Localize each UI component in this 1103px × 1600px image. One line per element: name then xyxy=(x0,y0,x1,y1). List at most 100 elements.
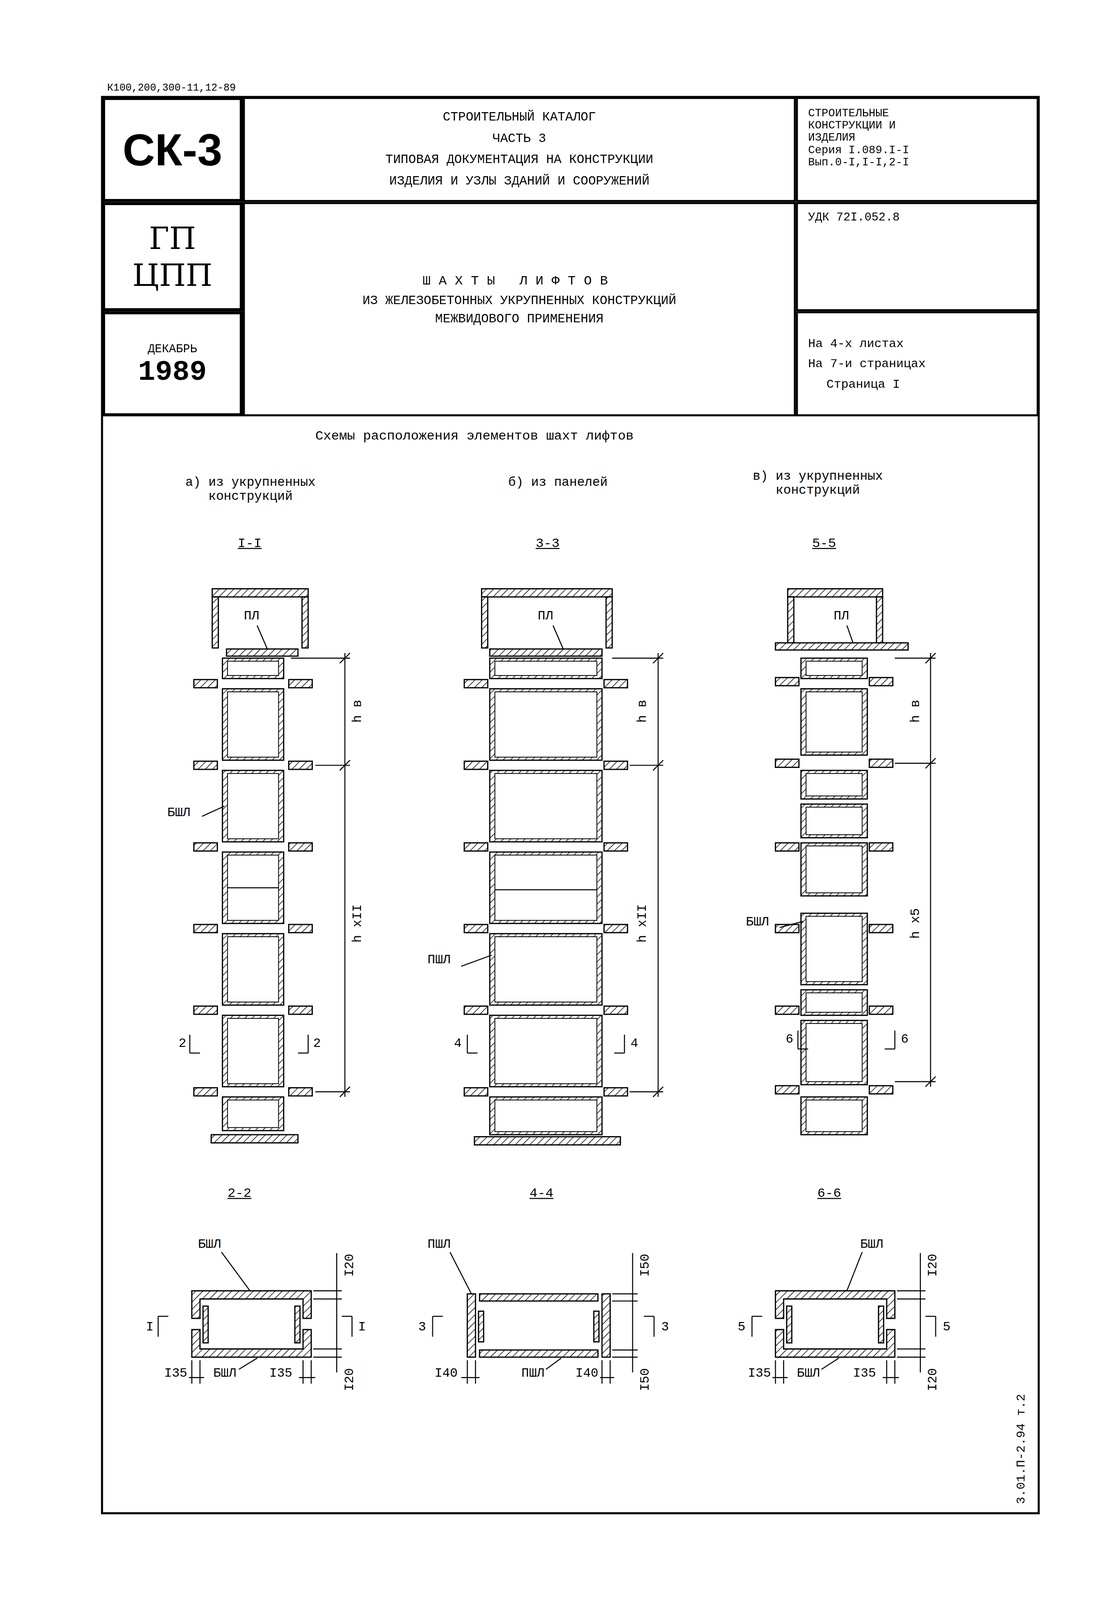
shaft-elevation xyxy=(652,652,664,664)
shaft-elevation xyxy=(552,625,564,649)
drawing-label: I20 xyxy=(926,1366,941,1392)
shaft-elevation xyxy=(494,889,598,891)
drawing-label: h x5 xyxy=(908,906,924,940)
shaft-section xyxy=(897,1298,926,1300)
drawing-label: h xII xyxy=(350,903,366,944)
shaft-elevation xyxy=(494,1018,598,1084)
shaft-elevation xyxy=(481,596,488,648)
shaft-section xyxy=(158,1251,353,1384)
drawing-label: I-I xyxy=(236,536,263,552)
shaft-elevation xyxy=(461,954,493,967)
shaft-elevation xyxy=(657,652,659,1097)
shaft-section xyxy=(191,1329,312,1357)
shaft-elevation xyxy=(806,773,863,796)
shaft-section xyxy=(203,1305,209,1343)
drawing-label: h в xyxy=(908,698,924,724)
shaft-section xyxy=(432,1251,654,1384)
shaft-elevation xyxy=(489,770,602,842)
drawing-label: ПЛ xyxy=(536,608,554,624)
shaft-section xyxy=(351,1315,353,1337)
shaft-section xyxy=(919,1252,921,1372)
shaft-elevation xyxy=(806,1023,863,1082)
shaft-section xyxy=(886,1359,888,1384)
shaft-elevation xyxy=(226,648,298,656)
shaft-elevation xyxy=(481,588,613,597)
drawing-label: Схемы расположения элементов шахт лифтов xyxy=(314,429,635,446)
shaft-elevation xyxy=(464,842,488,851)
shaft-elevation xyxy=(869,1005,893,1014)
shaft-elevation xyxy=(489,851,602,924)
shaft-section xyxy=(432,1315,443,1317)
shaft-elevation xyxy=(297,1052,309,1054)
shaft-elevation xyxy=(775,677,799,686)
drawing-label: 5 xyxy=(941,1319,952,1335)
shaft-section xyxy=(313,1298,342,1300)
cell-text: СТРОИТЕЛЬНЫЙ КАТАЛОГ xyxy=(442,106,596,128)
cell-text: ИЗ ЖЕЛЕЗОБЕТОННЫХ УКРУПНЕННЫХ КОНСТРУКЦИ… xyxy=(346,291,693,329)
shaft-section xyxy=(847,1251,863,1291)
drawing-label: 4-4 xyxy=(528,1186,555,1202)
shaft-elevation xyxy=(222,933,284,1005)
drawing-label: 6 xyxy=(899,1032,910,1047)
shaft-section xyxy=(597,1376,615,1378)
drawing-label: h в xyxy=(635,698,651,724)
drawing-label: h xII xyxy=(635,903,651,944)
title-block-cell: ГП ЦПП xyxy=(102,201,244,312)
shaft-elevation xyxy=(489,1014,602,1087)
shaft-elevation xyxy=(894,1030,896,1049)
cell-text: ГП ЦПП xyxy=(126,219,219,294)
shaft-elevation xyxy=(494,660,598,676)
cell-text: На 4-х листах xyxy=(808,332,905,354)
shaft-elevation xyxy=(787,588,883,597)
shaft-elevation xyxy=(869,842,893,851)
shaft-section xyxy=(775,1329,896,1357)
shaft-elevation xyxy=(604,924,628,933)
shaft-elevation xyxy=(189,588,350,1143)
shaft-section xyxy=(545,1357,562,1369)
shaft-elevation xyxy=(489,1096,602,1135)
title-block-cell: УДК 72I.052.8 xyxy=(795,201,1039,312)
cell-text: СТРОИТЕЛЬНЫЕ КОНСТРУКЦИИ И ИЗДЕЛИЯ xyxy=(808,106,921,144)
cell-text: СК-3 xyxy=(122,123,223,175)
shaft-section xyxy=(775,1359,777,1384)
shaft-elevation xyxy=(800,803,868,838)
shaft-section xyxy=(187,1376,205,1378)
shaft-elevation xyxy=(806,845,863,893)
shaft-elevation xyxy=(467,1052,478,1054)
shaft-elevation xyxy=(222,1096,284,1131)
title-block-cell: СТРОИТЕЛЬНЫЙ КАТАЛОГЧАСТЬ 3ТИПОВАЯ ДОКУМ… xyxy=(242,97,796,203)
shaft-elevation xyxy=(623,1034,625,1053)
shaft-elevation xyxy=(489,657,602,679)
shaft-section xyxy=(478,1310,484,1342)
shaft-section xyxy=(302,1359,304,1384)
shaft-elevation xyxy=(222,688,284,760)
shaft-section xyxy=(158,1315,169,1317)
shaft-section xyxy=(467,1293,476,1357)
shaft-elevation xyxy=(189,1052,200,1054)
drawing-label: ПШЛ xyxy=(426,952,452,968)
shaft-elevation xyxy=(798,1047,809,1049)
shaft-elevation xyxy=(494,854,598,920)
shaft-elevation xyxy=(227,660,279,676)
shaft-elevation xyxy=(604,1005,628,1014)
shaft-elevation xyxy=(339,652,351,664)
drawing-label: I20 xyxy=(342,1366,358,1392)
shaft-elevation xyxy=(775,642,909,650)
shaft-elevation xyxy=(302,596,309,648)
shaft-section xyxy=(479,1293,598,1301)
drawing-label: I20 xyxy=(926,1252,941,1278)
drawing-label: 2-2 xyxy=(226,1186,253,1202)
shaft-elevation xyxy=(925,1075,936,1087)
shaft-elevation xyxy=(288,760,312,769)
shaft-elevation xyxy=(800,1096,868,1135)
shaft-elevation xyxy=(288,1087,312,1096)
drawing-label: БШЛ xyxy=(859,1237,885,1252)
shaft-section xyxy=(821,1357,839,1369)
drawing-label: ПШЛ xyxy=(520,1365,546,1381)
shaft-elevation xyxy=(869,677,893,686)
sheet-frame xyxy=(102,97,1040,1514)
drawing-label: 6 xyxy=(784,1032,795,1047)
cell-text: Вып.0-I,I-I,2-I xyxy=(808,155,910,169)
shaft-section xyxy=(238,1357,257,1369)
shaft-elevation xyxy=(869,758,893,767)
